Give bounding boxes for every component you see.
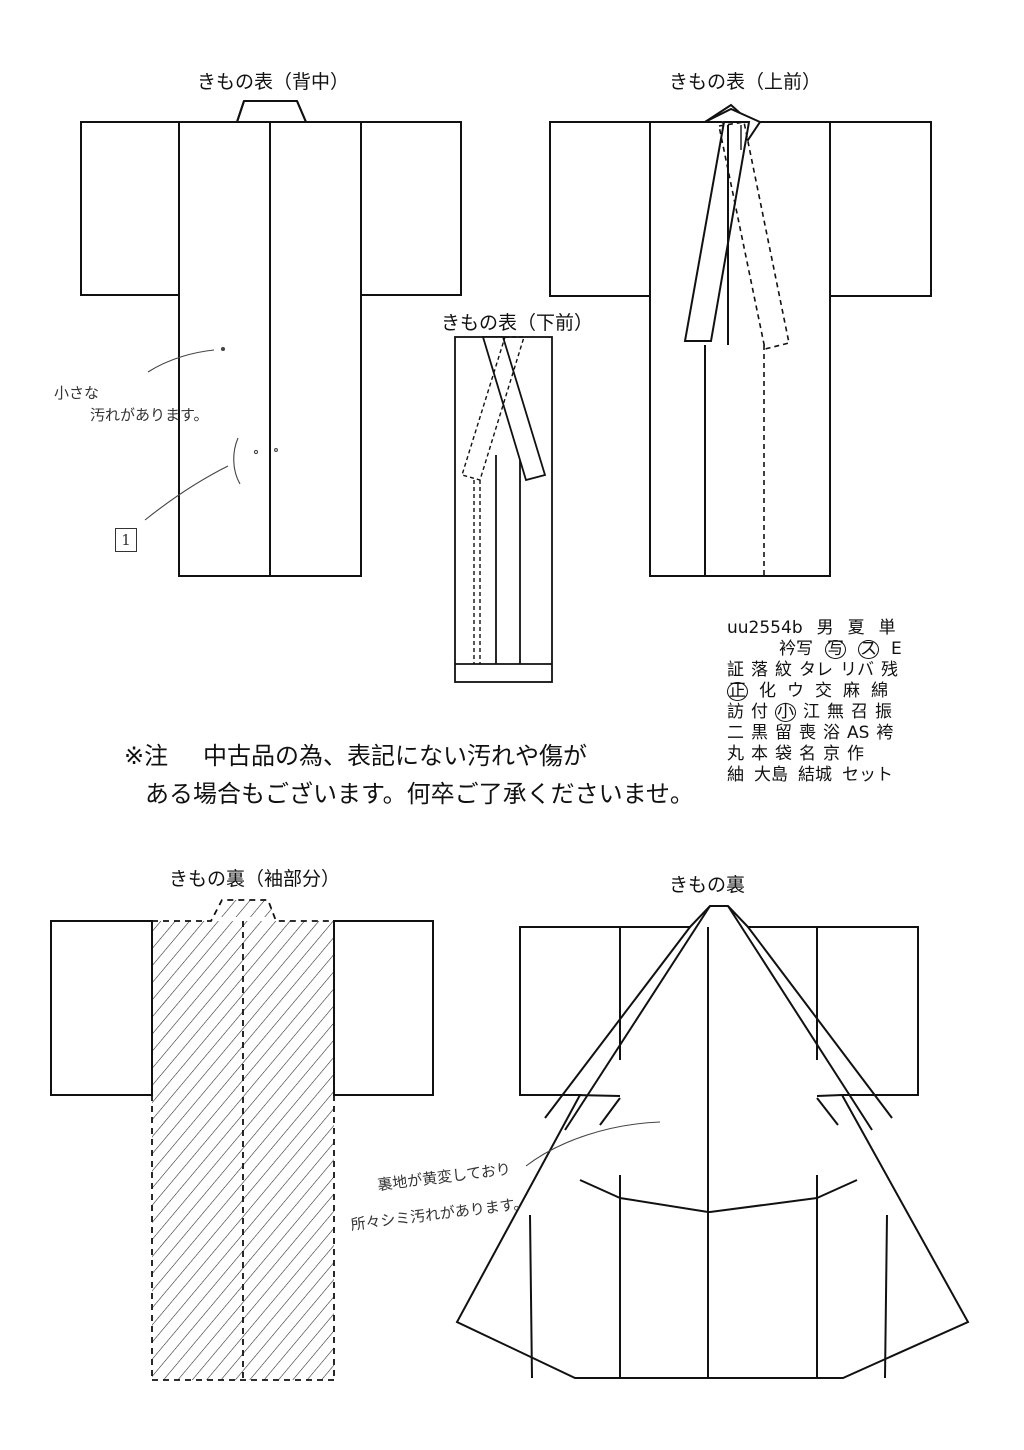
code-cell: 紬: [727, 765, 744, 785]
code-cell: 麻: [843, 681, 860, 701]
title-front-upper: きもの表（上前）: [669, 71, 822, 93]
lining-stain-leader: [525, 1121, 661, 1167]
code-cell: タレ: [799, 660, 833, 680]
handwritten-box-number: 1: [115, 528, 137, 552]
code-cell: 化: [759, 681, 776, 701]
code-cell: AS: [847, 723, 870, 743]
code-cell: リバ: [840, 660, 874, 680]
back-stain-annotations: [144, 346, 278, 521]
title-lining-sleeve: きもの裏（袖部分）: [169, 868, 341, 890]
code-cell-circled: 正: [727, 681, 748, 701]
code-row: 訪付小江無召振: [727, 702, 959, 723]
code-cell: 落: [751, 660, 768, 680]
code-cell: E: [891, 639, 902, 659]
code-cell: 男: [816, 618, 834, 638]
lining-outline: [455, 905, 970, 1379]
code-cell: 交: [815, 681, 832, 701]
code-cell: 黒: [751, 723, 768, 743]
code-cell: 袋: [775, 744, 792, 764]
hatched-body-area: [152, 921, 334, 1380]
kimono-front-upper-diagram: [549, 103, 932, 577]
lining-diagram: [455, 905, 970, 1379]
code-cell: 大島: [754, 765, 788, 785]
code-cell-circled: 小: [775, 702, 796, 722]
handwritten-note-small-stain-line1: 小さな: [54, 384, 100, 402]
code-cell-circled: 写: [825, 639, 846, 659]
code-cell: 江: [803, 702, 820, 722]
code-cell-circled: ス: [858, 639, 879, 659]
code-cell: 浴: [823, 723, 840, 743]
code-cell: 振: [875, 702, 892, 722]
code-cell: 衿写: [779, 639, 813, 659]
code-cell: 付: [751, 702, 768, 722]
notice-line1: 中古品の為、表記にない汚れや傷が: [203, 742, 587, 770]
code-cell: 夏: [847, 618, 865, 638]
title-front-lower: きもの表（下前）: [441, 312, 594, 334]
code-row: 丸本袋名京作: [727, 744, 959, 765]
code-cell: uu2554b: [727, 618, 803, 638]
hatched-collar: [211, 900, 276, 917]
kimono-back-diagram: [80, 100, 462, 577]
code-cell: 訪: [727, 702, 744, 722]
code-row: 証落紋タレリバ残: [727, 660, 959, 681]
kimono-front-lower-diagram: [454, 336, 553, 683]
code-cell: 召: [851, 702, 868, 722]
code-cell: 名: [799, 744, 816, 764]
code-cell: ウ: [787, 681, 804, 701]
code-cell: 留: [775, 723, 792, 743]
code-cell: 丸: [727, 744, 744, 764]
code-row: 二黒留喪浴 AS 袴: [727, 723, 959, 744]
code-cell: 京: [823, 744, 840, 764]
code-cell: 単: [878, 618, 896, 638]
code-cell: 二: [727, 723, 744, 743]
code-cell: 無: [827, 702, 844, 722]
code-cell: 作: [847, 744, 864, 764]
notice-mark: ※注: [124, 742, 169, 770]
notice-line2: ある場合もございます。何卒ご了承くださいませ。: [145, 780, 694, 808]
code-row: 紬大島結城セット: [727, 765, 959, 786]
code-cell: 袴: [876, 723, 894, 743]
code-cell: 残: [881, 660, 898, 680]
code-cell: 結城: [798, 765, 832, 785]
code-row: 正化ウ交麻綿: [727, 681, 959, 702]
handwritten-note-small-stain-line2: 汚れがあります。: [90, 406, 209, 424]
front-upper-outline: [549, 121, 932, 577]
code-row: uu2554b 男夏単: [727, 618, 959, 639]
code-cell: 証: [727, 660, 744, 680]
code-cell: 喪: [799, 723, 816, 743]
code-cell: 紋: [775, 660, 792, 680]
code-cell: 綿: [871, 681, 888, 701]
lining-sleeve-diagram: [50, 899, 434, 1381]
code-cell: セット: [842, 765, 893, 785]
title-lining: きもの裏: [669, 874, 746, 896]
title-back: きもの表（背中）: [197, 71, 350, 93]
code-cell: 本: [751, 744, 768, 764]
